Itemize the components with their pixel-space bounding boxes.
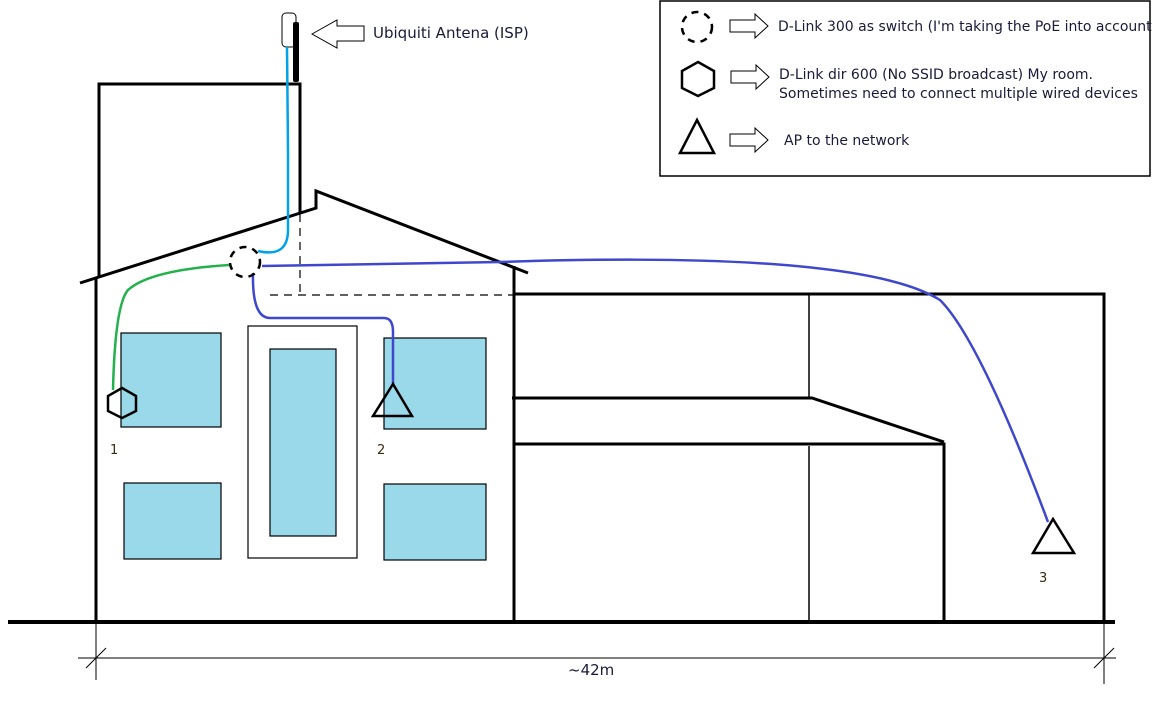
arrow-left-icon <box>310 19 365 49</box>
window <box>383 483 487 561</box>
arrow-right-icon <box>729 126 769 154</box>
hidden-lines <box>270 214 514 296</box>
chimney-outline <box>97 82 302 278</box>
window <box>120 332 222 428</box>
access-point-icon <box>370 381 415 418</box>
antenna-label: Ubiquiti Antena (ISP) <box>373 24 529 42</box>
antenna-mast <box>293 22 299 82</box>
window <box>383 337 487 430</box>
device-label-2: 2 <box>377 443 385 458</box>
router-hexagon-icon <box>680 60 716 98</box>
isp-cable <box>257 46 290 254</box>
arrow-right-icon <box>730 63 770 91</box>
blue-cable-ap2 <box>251 272 395 386</box>
blue-cable-ap3 <box>261 258 1050 523</box>
legend-ap: AP to the network <box>784 133 910 149</box>
arrow-right-icon <box>729 12 769 40</box>
window <box>123 482 222 560</box>
router-hexagon-icon <box>106 386 138 420</box>
device-label-1: 1 <box>110 443 118 458</box>
switch-icon <box>680 10 714 44</box>
switch-icon <box>228 245 262 279</box>
dimension-label: ~42m <box>568 661 614 679</box>
access-point-icon <box>1030 516 1077 555</box>
device-label-3: 3 <box>1039 571 1047 586</box>
extension-outline <box>514 292 1106 622</box>
legend: D-Link 300 as switch (I'm taking the PoE… <box>659 0 1152 177</box>
roof <box>79 188 529 285</box>
legend-router-line2: Sometimes need to connect multiple wired… <box>779 86 1138 102</box>
access-point-icon <box>677 117 717 155</box>
dimension-line <box>78 622 1116 684</box>
door-glass <box>269 348 337 537</box>
garage-outline <box>514 442 946 622</box>
green-cable <box>111 263 230 391</box>
legend-router-line1: D-Link dir 600 (No SSID broadcast) My ro… <box>779 67 1093 83</box>
legend-switch: D-Link 300 as switch (I'm taking the PoE… <box>778 19 1152 35</box>
building <box>8 82 1115 624</box>
canopy <box>512 396 945 444</box>
